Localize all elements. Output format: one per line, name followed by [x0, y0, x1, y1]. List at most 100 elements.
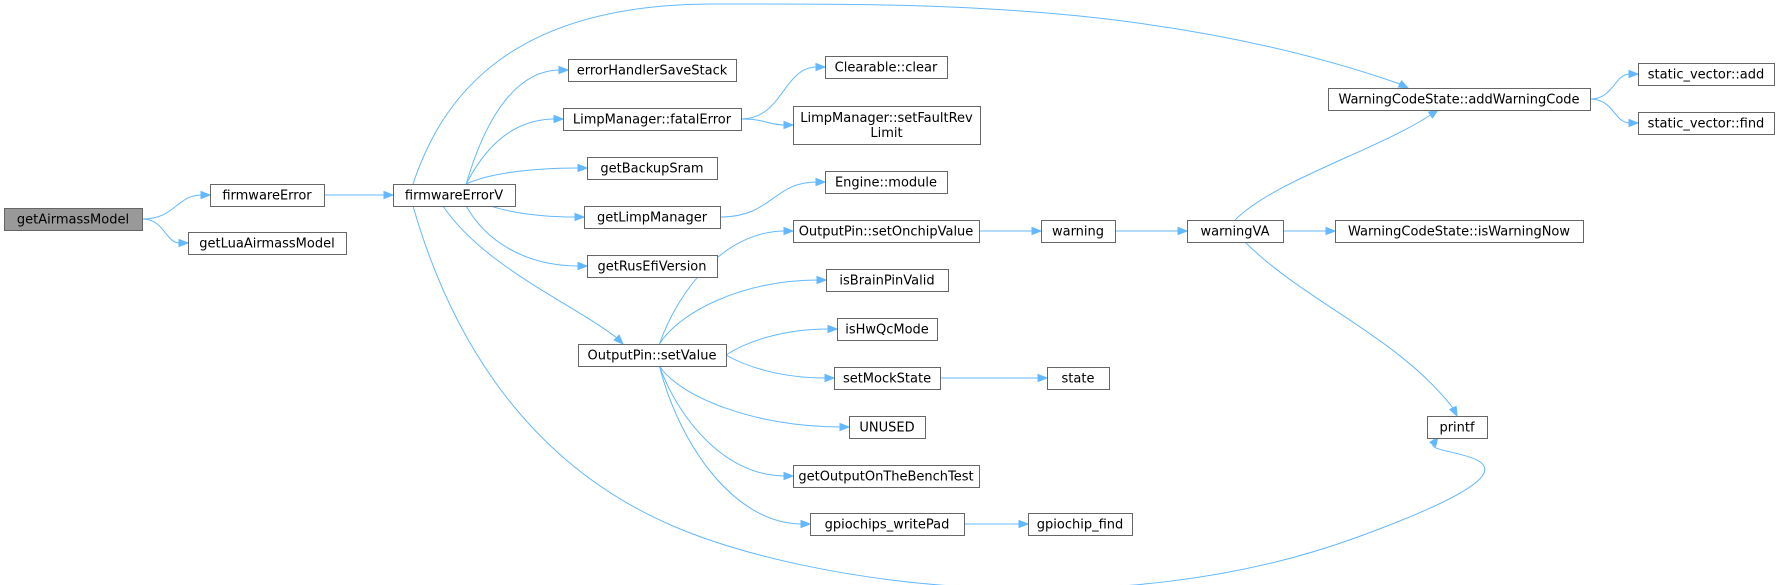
node-gpiochip-find[interactable]: gpiochip_find: [1028, 513, 1133, 536]
node-static-vector-find[interactable]: static_vector::find: [1638, 112, 1775, 135]
arrowhead-icon: [1177, 226, 1189, 236]
node-getbackupsram[interactable]: getBackupSram: [587, 157, 718, 180]
node-clearable-clear[interactable]: Clearable::clear: [825, 56, 948, 79]
node-getairmassmodel[interactable]: getAirmassModel: [4, 208, 143, 231]
node-warningva[interactable]: warningVA: [1187, 220, 1284, 243]
arrowhead-icon: [577, 261, 589, 271]
node-label: firmwareError: [222, 189, 312, 204]
edge-outputpin-setvalue-to-gpiochips-writepad: [658, 365, 812, 529]
node-label: isHwQcMode: [845, 323, 929, 338]
node-box: [793, 220, 980, 243]
edge-line: [141, 218, 181, 244]
nodes-layer: getAirmassModel firmwareError getLuaAirmas…: [4, 56, 1775, 536]
node-engine-module[interactable]: Engine::module: [825, 171, 948, 194]
node-firmwareerror[interactable]: firmwareError: [210, 184, 325, 207]
arrowhead-icon: [816, 275, 828, 285]
node-label: WarningCodeState::isWarningNow: [1348, 225, 1570, 240]
node-label: WarningCodeState::addWarningCode: [1338, 93, 1579, 108]
node-printf[interactable]: printf: [1427, 416, 1488, 439]
node-box: [393, 184, 516, 207]
edge-firmwareerrorv-to-warningcodestate-addwarningcode: [412, 3, 1410, 185]
edge-firmwareerrorv-to-limpmanager-fatalerror: [465, 114, 565, 185]
arrowhead-icon: [200, 190, 212, 200]
node-firmwareerrorv[interactable]: firmwareErrorV: [393, 184, 516, 207]
edge-line: [1589, 98, 1631, 124]
node-box: [587, 157, 718, 180]
arrowhead-icon: [558, 65, 570, 75]
node-label: getRusEfiVersion: [597, 260, 706, 275]
node-outputpin-setonchipvalue[interactable]: OutputPin::setOnchipValue: [793, 220, 980, 243]
node-warning[interactable]: warning: [1041, 220, 1116, 243]
node-getluaairmassmodel[interactable]: getLuaAirmassModel: [188, 232, 347, 255]
edge-line: [1589, 73, 1631, 100]
node-limpmanager-fatalerror[interactable]: LimpManager::fatalError: [563, 108, 742, 131]
node-box: [849, 416, 926, 439]
node-errorhandlersavestack[interactable]: errorHandlerSaveStack: [568, 59, 737, 82]
edges-layer: [141, 3, 1640, 585]
node-box: [834, 367, 941, 390]
node-box: [825, 56, 948, 79]
node-label: getAirmassModel: [17, 213, 129, 228]
node-label: LimpManager::fatalError: [573, 113, 732, 128]
edge-line: [719, 181, 818, 218]
node-box: [837, 318, 938, 341]
node-label: OutputPin::setValue: [588, 349, 717, 364]
node-box: [188, 232, 347, 255]
arrowhead-icon: [383, 190, 395, 200]
edge-line: [465, 69, 561, 185]
node-label: static_vector::add: [1648, 68, 1764, 83]
edge-line: [658, 230, 786, 345]
arrowhead-icon: [553, 114, 565, 124]
node-label: getLimpManager: [597, 211, 708, 226]
node-getoutputonthebenchtest[interactable]: getOutputOnTheBenchTest: [793, 465, 980, 488]
edge-getlimpmanager-to-engine-module: [719, 177, 827, 218]
edge-outputpin-setvalue-to-setmockstate: [725, 354, 836, 383]
node-label: static_vector::find: [1648, 117, 1765, 132]
node-box: [1638, 63, 1775, 86]
node-getlimpmanager[interactable]: getLimpManager: [584, 206, 721, 229]
node-label: getBackupSram: [600, 162, 703, 177]
node-box: [587, 255, 718, 278]
edge-line: [1234, 113, 1433, 221]
arrowhead-icon: [1037, 373, 1049, 383]
arrowhead-icon: [1018, 519, 1030, 529]
arrowhead-icon: [1397, 79, 1410, 89]
node-box: [1028, 513, 1133, 536]
node-unused[interactable]: UNUSED: [849, 416, 926, 439]
arrowhead-icon: [613, 334, 624, 345]
node-label: printf: [1439, 421, 1475, 436]
edge-line: [442, 205, 618, 339]
edge-firmwareerrorv-to-printf: [412, 205, 1486, 585]
node-label: getLuaAirmassModel: [199, 237, 334, 252]
node-outputpin-setvalue[interactable]: OutputPin::setValue: [578, 344, 727, 367]
node-warningcodestate-addwarningcode[interactable]: WarningCodeState::addWarningCode: [1328, 88, 1591, 111]
edge-line: [658, 365, 842, 428]
node-label: getOutputOnTheBenchTest: [798, 470, 973, 485]
edge-firmwareerrorv-to-outputpin-setvalue: [442, 205, 624, 345]
arrowhead-icon: [1427, 109, 1440, 119]
node-box: [210, 184, 325, 207]
node-label: warningVA: [1200, 225, 1269, 240]
node-getrusefiversion[interactable]: getRusEfiVersion: [587, 255, 718, 278]
node-ishwqcmode[interactable]: isHwQcMode: [837, 318, 938, 341]
node-setmockstate[interactable]: setMockState: [834, 367, 941, 390]
edge-line: [465, 205, 580, 267]
edge-line: [658, 365, 803, 525]
node-box: [1047, 367, 1110, 390]
node-label: firmwareErrorV: [405, 189, 503, 204]
node-label: Limit: [870, 126, 902, 141]
node-static-vector-add[interactable]: static_vector::add: [1638, 63, 1775, 86]
edge-firmwareerrorv-to-getrusefiversion: [465, 205, 589, 271]
arrowhead-icon: [1628, 118, 1640, 128]
node-warningcodestate-iswarningnow[interactable]: WarningCodeState::isWarningNow: [1335, 220, 1584, 243]
node-box: [4, 208, 143, 231]
node-state[interactable]: state: [1047, 367, 1110, 390]
node-isbrainpinvalid[interactable]: isBrainPinValid: [826, 269, 949, 292]
node-box: [1328, 88, 1591, 111]
edge-firmwareerror-to-firmwareerrorv: [324, 190, 395, 200]
node-box: [1638, 112, 1775, 135]
arrowhead-icon: [1448, 405, 1458, 418]
node-gpiochips-writepad[interactable]: gpiochips_writePad: [810, 513, 965, 536]
node-box: [825, 171, 948, 194]
